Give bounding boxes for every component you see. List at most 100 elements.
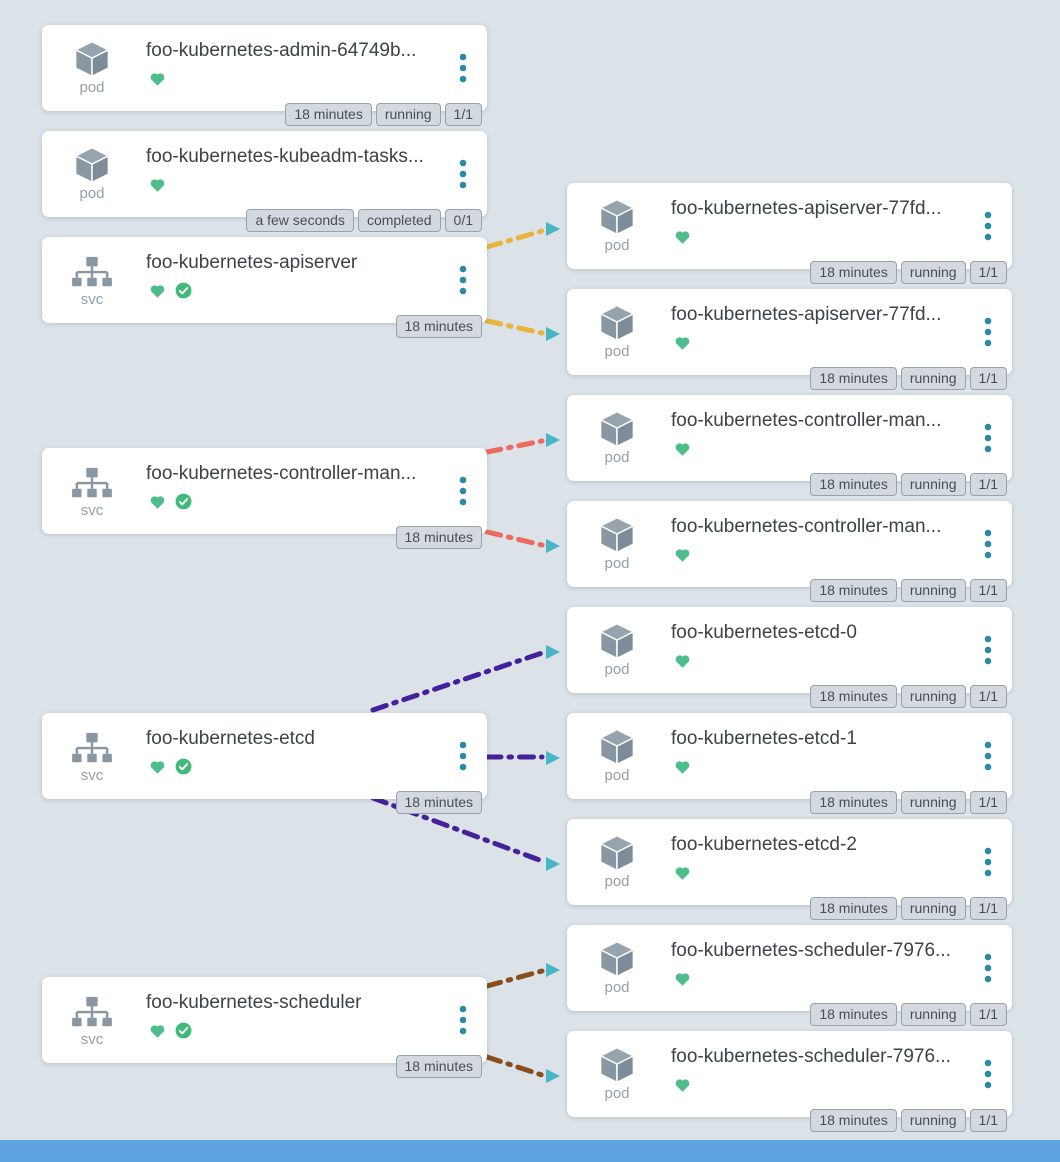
cube-icon bbox=[596, 833, 638, 873]
node-card[interactable]: pod foo-kubernetes-kubeadm-tasks... a fe… bbox=[42, 131, 487, 232]
age-badge: 18 minutes bbox=[810, 261, 897, 284]
node-title: foo-kubernetes-admin-64749b... bbox=[146, 40, 417, 61]
status-badge: running bbox=[900, 579, 966, 602]
age-badge: 18 minutes bbox=[810, 897, 897, 920]
badge-row: 18 minutes running 1/1 bbox=[810, 897, 1007, 920]
cube-icon bbox=[596, 727, 638, 767]
ready-count-badge: 1/1 bbox=[969, 685, 1007, 708]
node-icon-wrap: pod bbox=[68, 39, 116, 96]
check-circle-icon bbox=[174, 281, 193, 300]
node-card[interactable]: pod foo-kubernetes-etcd-2 18 minutes run… bbox=[567, 819, 1012, 920]
arrowhead-icon bbox=[546, 963, 560, 977]
badge-row: 18 minutes running 1/1 bbox=[810, 685, 1007, 708]
kebab-menu-icon[interactable] bbox=[984, 953, 992, 983]
badge-row: 18 minutes running 1/1 bbox=[810, 1109, 1007, 1132]
node-card[interactable]: pod foo-kubernetes-apiserver-77fd... 18 … bbox=[567, 183, 1012, 284]
kebab-menu-icon[interactable] bbox=[984, 423, 992, 453]
edge-etcd-pod0 bbox=[370, 645, 560, 713]
arrowhead-icon bbox=[546, 857, 560, 871]
node-card[interactable]: svc foo-kubernetes-apiserver 18 minutes bbox=[42, 237, 487, 338]
node-icon-wrap: svc bbox=[68, 462, 116, 519]
node-type-label: svc bbox=[80, 291, 104, 308]
node-card[interactable]: pod foo-kubernetes-controller-man... 18 … bbox=[567, 501, 1012, 602]
badge-row: 18 minutes bbox=[395, 315, 482, 338]
age-badge: 18 minutes bbox=[810, 1109, 897, 1132]
kebab-menu-icon[interactable] bbox=[459, 265, 467, 295]
node-icon-wrap: pod bbox=[593, 197, 641, 254]
node-card[interactable]: pod foo-kubernetes-apiserver-77fd... 18 … bbox=[567, 289, 1012, 390]
node-icon-wrap: svc bbox=[68, 727, 116, 784]
node-card[interactable]: svc foo-kubernetes-etcd 18 minutes bbox=[42, 713, 487, 814]
heart-icon bbox=[148, 1021, 167, 1040]
check-circle-icon bbox=[174, 757, 193, 776]
node-card[interactable]: pod foo-kubernetes-scheduler-7976... 18 … bbox=[567, 1031, 1012, 1132]
kebab-menu-icon[interactable] bbox=[459, 741, 467, 771]
badge-row: 18 minutes running 1/1 bbox=[810, 367, 1007, 390]
health-row bbox=[148, 69, 167, 88]
health-row bbox=[673, 757, 692, 776]
node-card[interactable]: svc foo-kubernetes-controller-man... 18 … bbox=[42, 448, 487, 549]
node-icon-wrap: pod bbox=[593, 409, 641, 466]
heart-icon bbox=[148, 281, 167, 300]
cube-icon bbox=[596, 1045, 638, 1085]
age-badge: 18 minutes bbox=[810, 1003, 897, 1026]
badge-row: 18 minutes running 1/1 bbox=[810, 473, 1007, 496]
status-badge: running bbox=[900, 473, 966, 496]
heart-icon bbox=[673, 333, 692, 352]
node-icon-wrap: pod bbox=[593, 303, 641, 360]
edge-line bbox=[370, 650, 545, 713]
health-row bbox=[673, 863, 692, 882]
health-row bbox=[148, 1021, 193, 1040]
edge-line bbox=[484, 318, 545, 336]
node-type-label: pod bbox=[604, 449, 630, 466]
kebab-menu-icon[interactable] bbox=[984, 317, 992, 347]
node-type-label: pod bbox=[604, 661, 630, 678]
cube-icon bbox=[71, 39, 113, 79]
age-badge: 18 minutes bbox=[285, 103, 372, 126]
node-card[interactable]: pod foo-kubernetes-etcd-1 18 minutes run… bbox=[567, 713, 1012, 814]
node-card[interactable]: pod foo-kubernetes-admin-64749b... 18 mi… bbox=[42, 25, 487, 126]
kebab-menu-icon[interactable] bbox=[984, 529, 992, 559]
node-card[interactable]: pod foo-kubernetes-controller-man... 18 … bbox=[567, 395, 1012, 496]
kebab-menu-icon[interactable] bbox=[984, 635, 992, 665]
edge-apiserver-pod2 bbox=[484, 318, 560, 341]
edge-line bbox=[484, 968, 545, 989]
edge-scheduler-pod2 bbox=[484, 1054, 560, 1083]
kebab-menu-icon[interactable] bbox=[984, 847, 992, 877]
node-type-label: pod bbox=[604, 767, 630, 784]
cube-icon bbox=[596, 515, 638, 555]
edge-line bbox=[484, 1054, 545, 1078]
badge-row: a few seconds completed 0/1 bbox=[246, 209, 482, 232]
badge-row: 18 minutes bbox=[395, 791, 482, 814]
kebab-menu-icon[interactable] bbox=[459, 476, 467, 506]
node-title: foo-kubernetes-apiserver-77fd... bbox=[671, 198, 942, 219]
badge-row: 18 minutes bbox=[395, 1055, 482, 1078]
node-card[interactable]: pod foo-kubernetes-etcd-0 18 minutes run… bbox=[567, 607, 1012, 708]
health-row bbox=[673, 545, 692, 564]
cube-icon bbox=[596, 621, 638, 661]
cube-icon bbox=[596, 303, 638, 343]
age-badge: 18 minutes bbox=[810, 791, 897, 814]
node-card[interactable]: svc foo-kubernetes-scheduler 18 minutes bbox=[42, 977, 487, 1078]
health-row bbox=[673, 227, 692, 246]
heart-icon bbox=[673, 439, 692, 458]
node-card[interactable]: pod foo-kubernetes-scheduler-7976... 18 … bbox=[567, 925, 1012, 1026]
kebab-menu-icon[interactable] bbox=[984, 1059, 992, 1089]
arrowhead-icon bbox=[546, 751, 560, 765]
node-type-label: svc bbox=[80, 1031, 104, 1048]
ready-count-badge: 1/1 bbox=[969, 1003, 1007, 1026]
status-badge: running bbox=[900, 897, 966, 920]
hierarchy-icon bbox=[71, 466, 113, 502]
kebab-menu-icon[interactable] bbox=[459, 159, 467, 189]
health-row bbox=[673, 439, 692, 458]
age-badge: 18 minutes bbox=[810, 473, 897, 496]
status-badge: running bbox=[900, 261, 966, 284]
kebab-menu-icon[interactable] bbox=[459, 53, 467, 83]
kebab-menu-icon[interactable] bbox=[984, 211, 992, 241]
kebab-menu-icon[interactable] bbox=[984, 741, 992, 771]
node-title: foo-kubernetes-scheduler bbox=[146, 992, 362, 1013]
age-badge: 18 minutes bbox=[810, 367, 897, 390]
edge-line bbox=[484, 228, 545, 250]
node-icon-wrap: pod bbox=[593, 515, 641, 572]
kebab-menu-icon[interactable] bbox=[459, 1005, 467, 1035]
